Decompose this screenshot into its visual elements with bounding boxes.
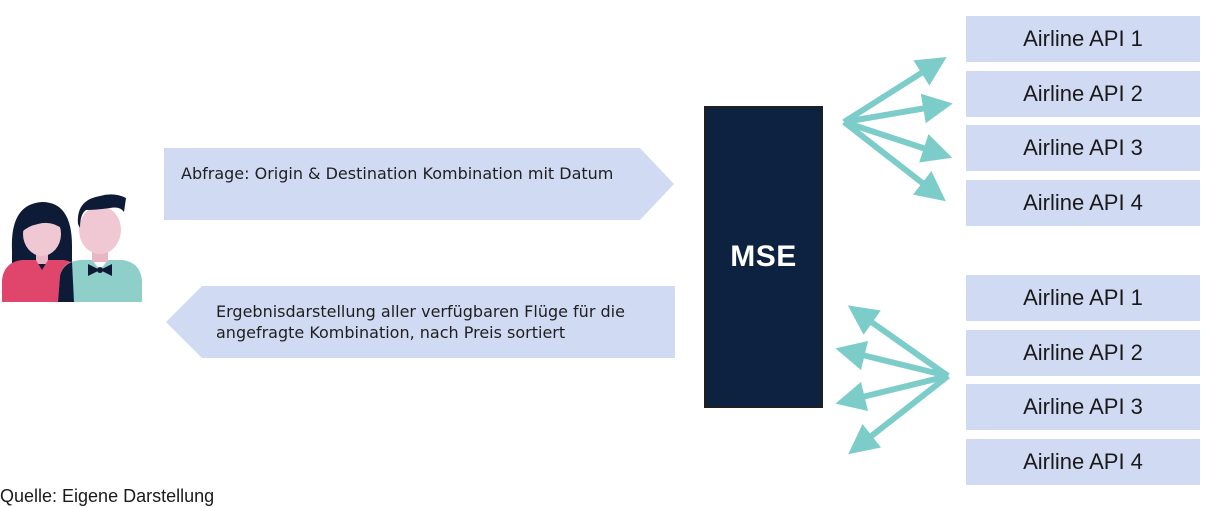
- request-banner: [164, 148, 674, 220]
- api-bottom-2: Airline API 2: [966, 330, 1200, 376]
- api-bottom-4: Airline API 4: [966, 439, 1200, 485]
- arrow-bottom-3: [835, 373, 949, 412]
- request-label: Abfrage: Origin & Destination Kombinatio…: [181, 164, 614, 183]
- arrows-top: [842, 56, 953, 202]
- arrow-top-2: [843, 93, 953, 125]
- arrows-bottom: [835, 305, 950, 455]
- response-banner: [166, 286, 675, 358]
- arrow-bottom-1: [847, 305, 950, 379]
- users-icon: [2, 194, 142, 302]
- source-caption: Quelle: Eigene Darstellung: [0, 486, 215, 506]
- arrow-bottom-4: [848, 373, 950, 455]
- mse-label: MSE: [730, 240, 797, 273]
- api-top-4: Airline API 4: [966, 180, 1200, 226]
- arrow-top-3: [843, 119, 953, 163]
- arrow-bottom-2: [835, 340, 949, 379]
- arrow-top-1: [842, 56, 947, 125]
- api-top-2: Airline API 2: [966, 71, 1200, 117]
- arrow-top-4: [842, 119, 946, 202]
- api-top-3: Airline API 3: [966, 125, 1200, 171]
- mse-box: MSE: [704, 106, 823, 408]
- api-bottom-1: Airline API 1: [966, 275, 1200, 321]
- api-top-1: Airline API 1: [966, 16, 1200, 62]
- api-bottom-3: Airline API 3: [966, 384, 1200, 430]
- response-label: Ergebnisdarstellung aller verfügbaren Fl…: [216, 302, 625, 342]
